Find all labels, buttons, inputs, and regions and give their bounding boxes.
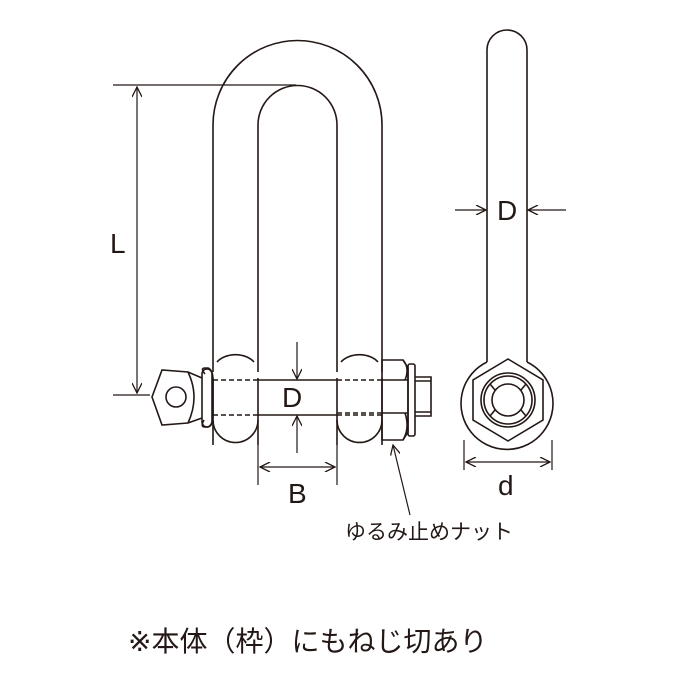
lock-nut-callout: ゆるみ止めナット (345, 520, 513, 544)
pin-diameter-label: D (282, 382, 303, 413)
shackle-front-view (151, 39, 432, 445)
dimension-lines (113, 84, 566, 516)
body-diameter-label: D (497, 195, 518, 226)
length-label: L (110, 228, 126, 259)
shackle-side-view (460, 29, 554, 451)
eye-diameter-label: d (498, 470, 514, 501)
threading-note: ※本体（枠）にもねじ切あり (128, 625, 488, 658)
inner-width-label: B (288, 478, 307, 509)
